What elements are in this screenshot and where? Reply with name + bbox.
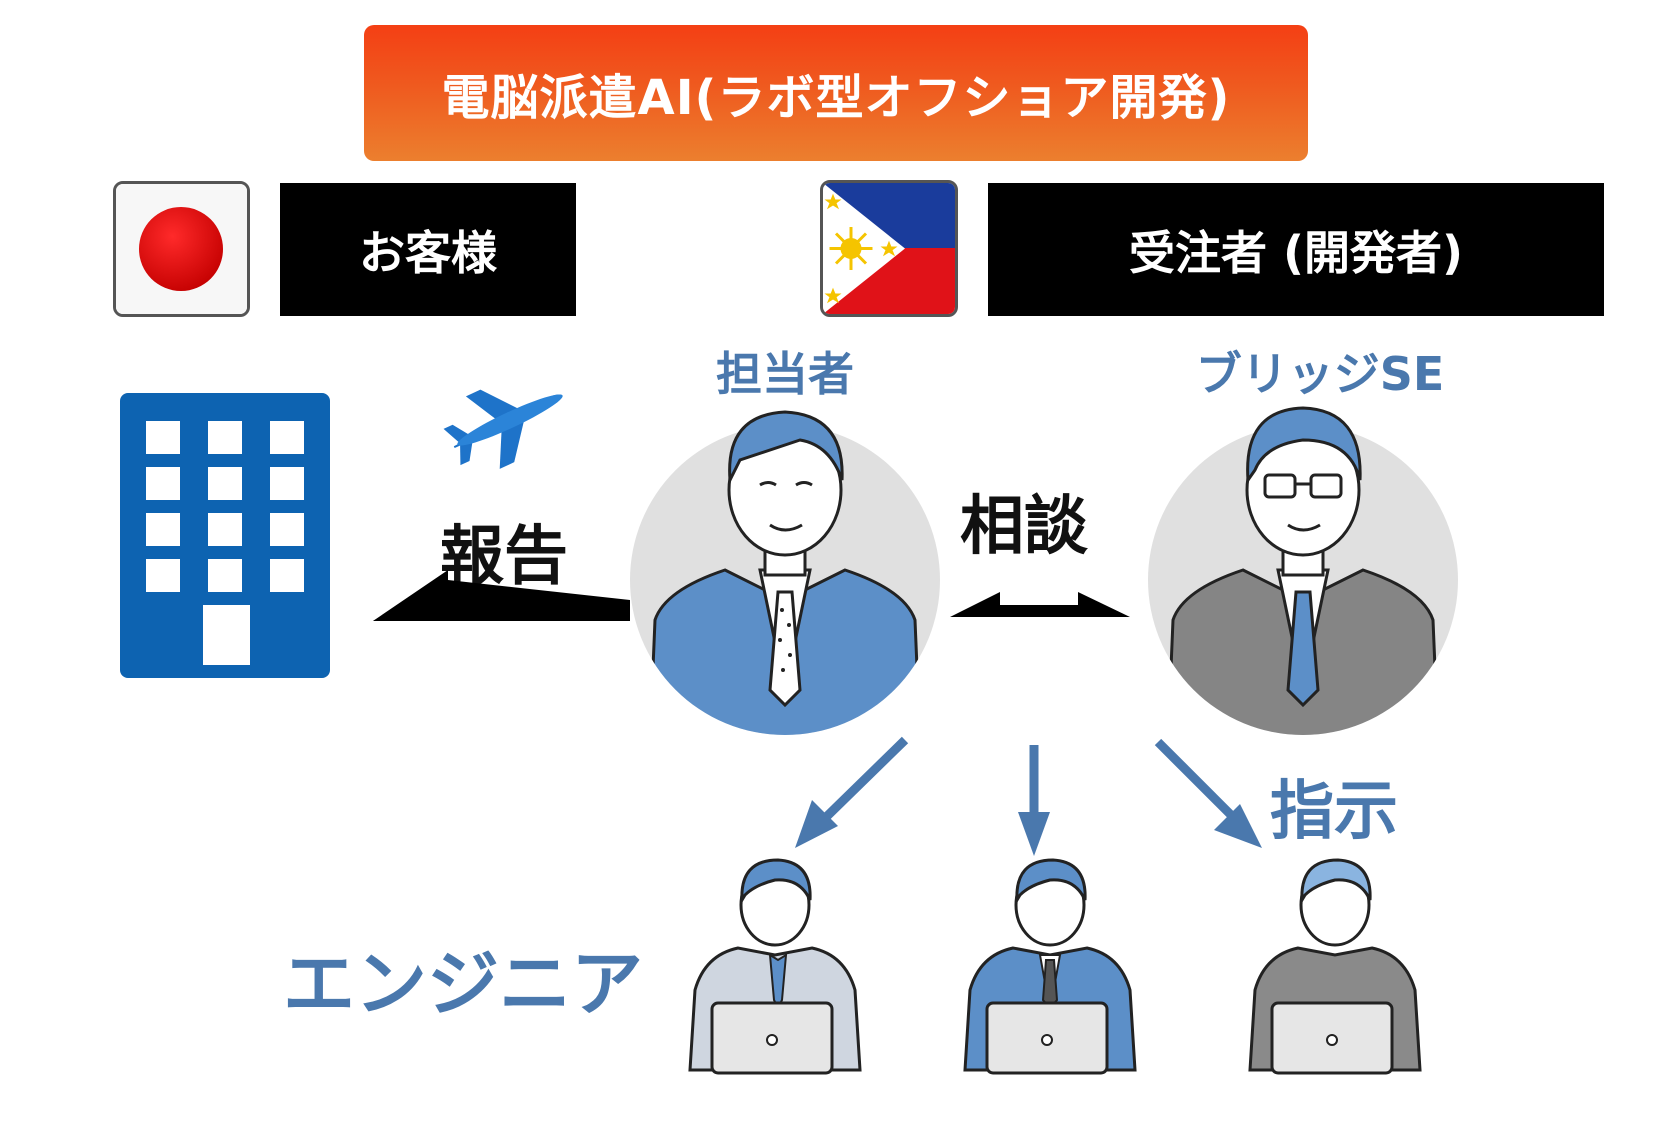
engineer-1-icon (688, 858, 862, 1075)
contractor-label: 受注者 (開発者) (1128, 225, 1464, 280)
philippines-flag-icon (820, 180, 958, 317)
consult-arrow (950, 592, 1130, 617)
client-label-box: お客様 (280, 183, 576, 316)
japan-flag-icon (113, 181, 250, 317)
consult-label: 相談 (960, 490, 1088, 564)
airplane-icon (440, 360, 580, 480)
manager-label: 担当者 (716, 347, 854, 401)
report-arrow (373, 570, 630, 621)
instruct-arrows (795, 736, 1262, 856)
instruct-label: 指示 (1270, 775, 1398, 849)
engineers-label: エンジニア (283, 942, 644, 1026)
building-icon (120, 393, 330, 678)
bridge-se-label: ブリッジSE (1195, 347, 1445, 401)
client-label: お客様 (359, 225, 497, 280)
engineer-2-icon (963, 858, 1137, 1075)
bridge-se-person-icon (1148, 406, 1458, 735)
title-banner: 電脳派遣AI(ラボ型オフショア開発) (364, 25, 1308, 161)
title-text: 電脳派遣AI(ラボ型オフショア開発) (441, 70, 1231, 126)
engineer-3-icon (1248, 858, 1422, 1075)
contractor-label-box: 受注者 (開発者) (988, 183, 1604, 316)
manager-person-icon (630, 410, 940, 735)
